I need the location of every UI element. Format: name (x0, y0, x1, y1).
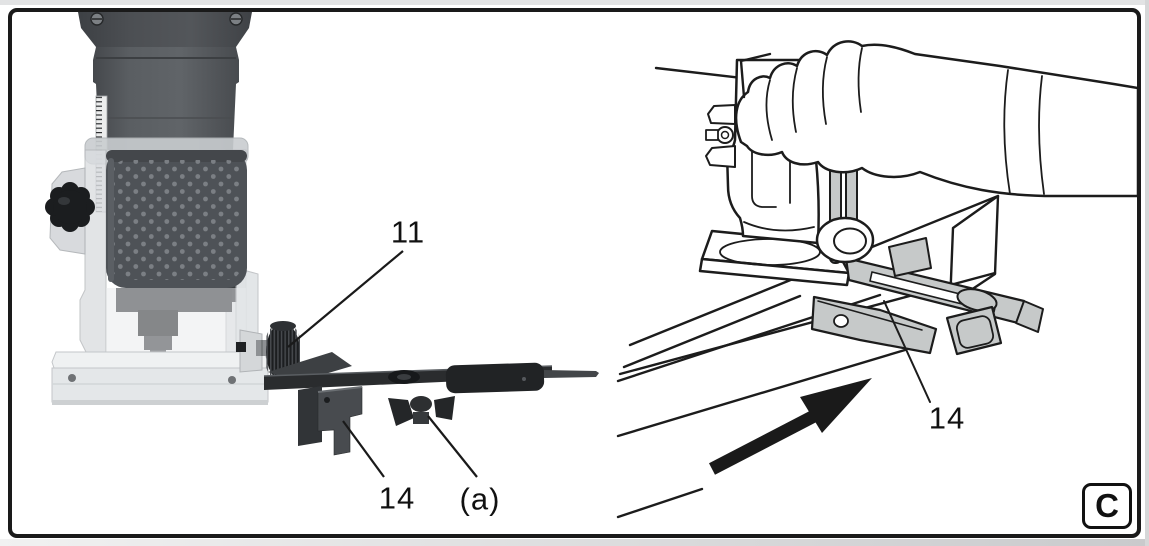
grip-band (106, 150, 247, 288)
guide-fence (298, 386, 363, 456)
guide-knob-line-art (815, 216, 875, 264)
straight-guide-line-art (810, 237, 1044, 356)
leader-line-14-right (883, 300, 931, 403)
straight-guide-photo (263, 352, 599, 456)
feed-direction-arrow (709, 378, 872, 475)
router-base (51, 351, 269, 405)
figure-frame: 11 14 (a) 14 C (8, 8, 1141, 538)
callout-a: (a) (459, 481, 501, 517)
clamp-lever-knob (45, 182, 95, 232)
guide-rod (544, 370, 599, 378)
collet-assembly (106, 288, 246, 356)
wing-bolt (388, 396, 455, 426)
leader-line-a (427, 415, 478, 478)
figure-badge: C (1082, 483, 1132, 529)
scan-edge-bottom (0, 539, 1149, 546)
scan-edge-top (0, 0, 1149, 5)
motor-cap-stub (739, 52, 772, 99)
guide-clamp-block (445, 362, 545, 394)
motor-body (93, 47, 239, 150)
motor-cap (78, 12, 252, 47)
scan-edge-right (1145, 0, 1149, 546)
figure-illustration (45, 12, 1137, 519)
router-photo-illustration (45, 12, 599, 478)
leader-line-14-left (342, 420, 385, 478)
callout-14-left: 14 (378, 480, 416, 516)
callout-14-right: 14 (928, 400, 966, 436)
hand-line-art (734, 40, 1137, 198)
operation-line-illustration (616, 40, 1137, 519)
leader-line-11 (287, 250, 404, 348)
callout-11: 11 (390, 214, 426, 250)
